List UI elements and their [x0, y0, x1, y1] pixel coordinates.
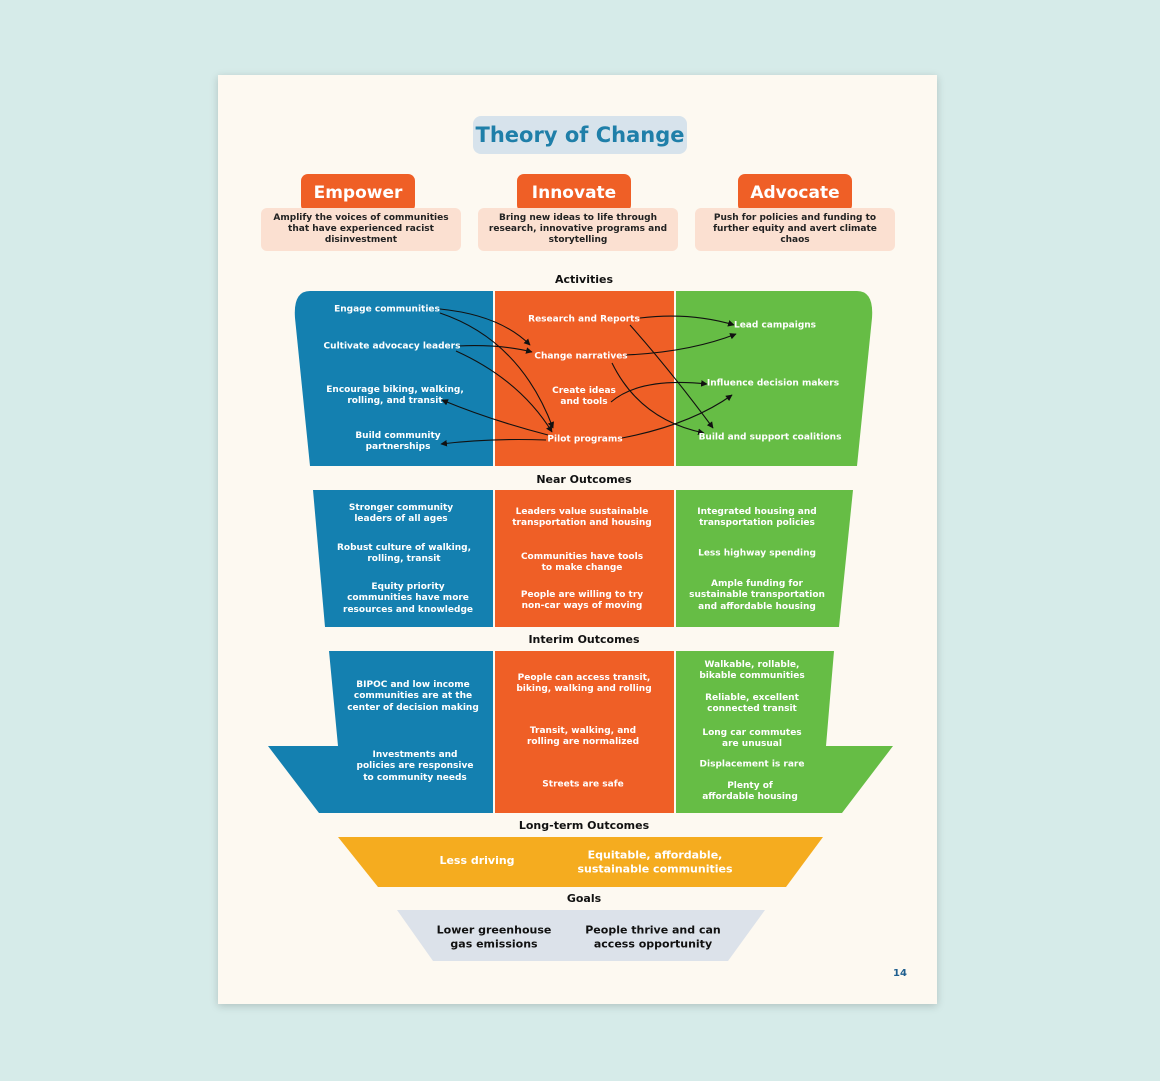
pillar-empower-description: Amplify the voices of communities that h…: [261, 208, 461, 251]
activity-arrows: [439, 308, 737, 447]
arrow-pilot-to-influence: [621, 394, 733, 439]
interim-investments-responsive: Investments and policies are responsive …: [356, 750, 474, 783]
section-long-term-outcomes: Long-term Outcomes: [518, 819, 650, 832]
near-people-willing-to-try: People are willing to try non-car ways o…: [520, 589, 644, 611]
arrow-change-narratives-to-lead: [625, 333, 737, 356]
near-ample-funding: Ample funding for sustainable transporta…: [689, 579, 825, 612]
interim-displacement-rare: Displacement is rare: [699, 759, 805, 770]
interim-reliable-transit: Reliable, excellent connected transit: [705, 692, 799, 714]
section-goals: Goals: [566, 892, 602, 905]
section-activities: Activities: [554, 273, 614, 286]
arrow-engage-to-change-narratives: [439, 308, 531, 346]
interim-transit-normalized: Transit, walking, and rolling are normal…: [526, 725, 640, 747]
arrow-cultivate-to-change-narratives: [457, 345, 533, 354]
activity-research-and-reports: Research and Reports: [528, 314, 640, 325]
activity-lead-campaigns: Lead campaigns: [733, 320, 817, 331]
arrow-cultivate-to-pilot: [455, 350, 553, 433]
pillar-innovate: Innovate: [517, 174, 631, 212]
activities-advocate-band: [676, 291, 873, 466]
activity-influence-decision-makers: Influence decision makers: [706, 378, 840, 389]
long-term-band: [338, 837, 823, 887]
interim-access-transit: People can access transit, biking, walki…: [516, 672, 652, 694]
near-leaders-value-sustainable: Leaders value sustainable transportation…: [512, 506, 652, 528]
pillar-empower: Empower: [301, 174, 415, 212]
goal-people-thrive: People thrive and can access opportunity: [585, 923, 721, 950]
activity-cultivate-advocacy-leaders: Cultivate advocacy leaders: [323, 341, 461, 352]
activity-build-community-partnerships: Build community partnerships: [355, 430, 441, 452]
long-term-less-driving: Less driving: [439, 854, 515, 868]
near-stronger-community-leaders: Stronger community leaders of all ages: [348, 502, 454, 524]
pillar-advocate: Advocate: [738, 174, 852, 212]
near-advocate-band: [676, 490, 853, 627]
near-communities-have-tools: Communities have tools to make change: [520, 551, 644, 573]
interim-affordable-housing: Plenty of affordable housing: [702, 780, 798, 802]
activity-change-narratives: Change narratives: [534, 351, 628, 362]
activity-build-support-coalitions: Build and support coalitions: [698, 432, 842, 443]
interim-bipoc-center-of-decisions: BIPOC and low income communities are at …: [347, 680, 479, 713]
pillar-innovate-description: Bring new ideas to life through research…: [478, 208, 678, 251]
interim-walkable-communities: Walkable, rollable, bikable communities: [699, 659, 805, 681]
goals-band: [397, 910, 765, 961]
activity-encourage-biking: Encourage biking, walking, rolling, and …: [326, 384, 464, 406]
arrow-research-to-lead: [639, 315, 735, 327]
near-equity-priority-communities: Equity priority communities have more re…: [343, 582, 473, 615]
section-near-outcomes: Near Outcomes: [536, 473, 632, 486]
near-innovate-band: [495, 490, 674, 627]
page-title: Theory of Change: [475, 123, 685, 147]
activity-create-ideas-and-tools: Create ideas and tools: [552, 385, 616, 407]
page-number: 14: [893, 968, 907, 979]
pillar-advocate-description: Push for policies and funding to further…: [695, 208, 895, 251]
goal-lower-emissions: Lower greenhouse gas emissions: [436, 923, 552, 950]
section-interim-outcomes: Interim Outcomes: [528, 633, 640, 646]
near-less-highway-spending: Less highway spending: [698, 548, 816, 559]
arrow-pilot-to-build-partnerships: [440, 438, 547, 447]
long-term-equitable-communities: Equitable, affordable, sustainable commu…: [577, 848, 733, 875]
near-integrated-housing-policies: Integrated housing and transportation po…: [697, 506, 817, 528]
arrow-change-narratives-to-coalitions: [611, 362, 705, 436]
interim-streets-safe: Streets are safe: [542, 779, 624, 790]
arrow-research-to-coalitions: [629, 324, 714, 429]
interim-long-commutes-unusual: Long car commutes are unusual: [702, 727, 802, 749]
near-empower-band: [313, 490, 493, 627]
activity-engage-communities: Engage communities: [334, 304, 440, 315]
activities-innovate-band: [495, 291, 674, 466]
arrow-create-ideas-to-influence: [610, 380, 708, 403]
title-box: Theory of Change: [473, 116, 687, 154]
activity-pilot-programs: Pilot programs: [547, 434, 623, 445]
interim-advocate-band: [676, 651, 893, 813]
interim-innovate-band: [495, 651, 674, 813]
arrow-pilot-to-encourage: [441, 399, 549, 436]
arrow-engage-to-pilot: [439, 312, 555, 429]
near-robust-culture: Robust culture of walking, rolling, tran…: [336, 542, 472, 564]
interim-empower-band: [268, 651, 493, 813]
activities-empower-band: [294, 291, 493, 466]
